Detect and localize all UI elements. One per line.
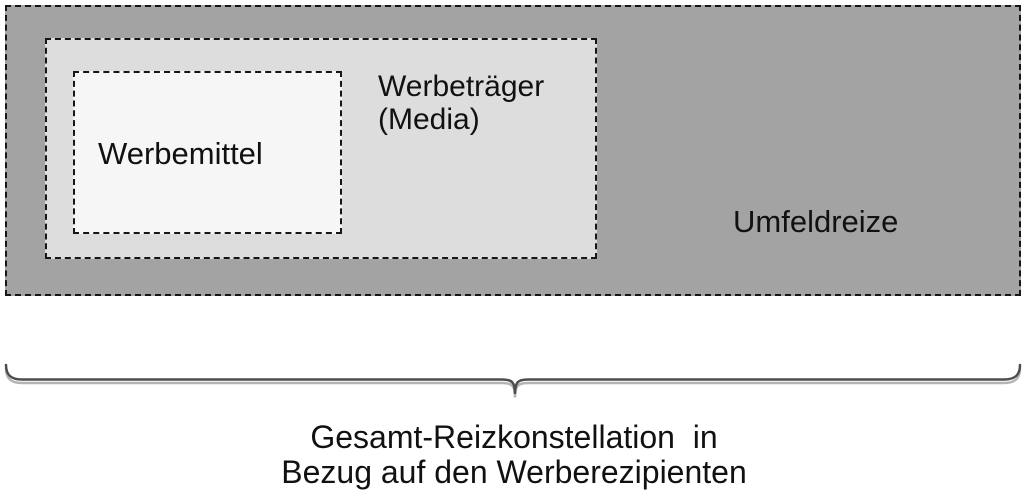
werbetraeger-label-line1: Werbeträger <box>378 70 545 103</box>
caption: Gesamt-Reizkonstellation in Bezug auf de… <box>0 420 1028 490</box>
umfeldreize-box: Werbemittel Werbeträger (Media) Umfeldre… <box>5 5 1021 296</box>
werbemittel-box: Werbemittel <box>73 71 342 234</box>
werbemittel-label: Werbemittel <box>98 136 263 171</box>
caption-line2: Bezug auf den Werberezipienten <box>281 454 747 490</box>
umfeldreize-label: Umfeldreize <box>733 204 899 239</box>
caption-line1: Gesamt-Reizkonstellation in <box>310 419 718 455</box>
werbetraeger-box: Werbemittel Werbeträger (Media) <box>45 38 597 259</box>
werbetraeger-label: Werbeträger (Media) <box>378 70 544 136</box>
curly-brace-icon <box>4 363 1022 398</box>
werbetraeger-label-line2: (Media) <box>378 103 480 136</box>
